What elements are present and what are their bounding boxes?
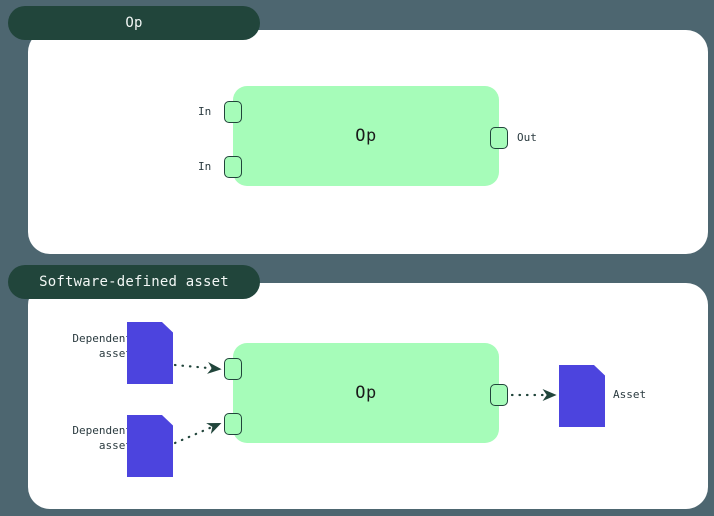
op-output-port-0[interactable]: [490, 127, 508, 149]
section-op-tab-label: Op: [125, 15, 143, 31]
op-block[interactable]: Op: [233, 86, 499, 186]
op-input-port-label-0: In: [198, 105, 212, 118]
dependent-asset-icon-1[interactable]: [127, 415, 173, 477]
op-input-port-0[interactable]: [224, 101, 242, 123]
sda-input-port-1[interactable]: [224, 413, 242, 435]
sda-output-port-0[interactable]: [490, 384, 508, 406]
sda-input-port-0[interactable]: [224, 358, 242, 380]
dependent-asset-label-0-line2: asset: [98, 347, 132, 360]
output-asset-label-line1: Asset: [613, 388, 647, 401]
section-sda-tab-label: Software-defined asset: [39, 274, 229, 290]
sda-op-block[interactable]: Op: [233, 343, 499, 443]
output-asset-icon[interactable]: [559, 365, 605, 427]
section-op: Op Op In In Out: [0, 6, 714, 256]
dependent-asset-label-1-line1: Dependent: [72, 424, 132, 437]
dependent-asset-label-1-line2: asset: [98, 439, 132, 452]
dependent-asset-label-0: Dependent asset: [40, 331, 132, 361]
op-output-port-label-0: Out: [517, 131, 537, 144]
sda-op-block-label: Op: [355, 383, 377, 403]
section-sda-tab[interactable]: Software-defined asset: [8, 265, 260, 299]
section-op-tab[interactable]: Op: [8, 6, 260, 40]
section-software-defined-asset: Software-defined asset Op Dependent asse…: [0, 265, 714, 510]
output-asset-label: Asset: [613, 387, 646, 402]
op-input-port-1[interactable]: [224, 156, 242, 178]
dependent-asset-label-0-line1: Dependent: [72, 332, 132, 345]
dependent-asset-icon-0[interactable]: [127, 322, 173, 384]
op-input-port-label-1: In: [198, 160, 212, 173]
dependent-asset-label-1: Dependent asset: [40, 423, 132, 453]
op-block-label: Op: [355, 126, 377, 146]
